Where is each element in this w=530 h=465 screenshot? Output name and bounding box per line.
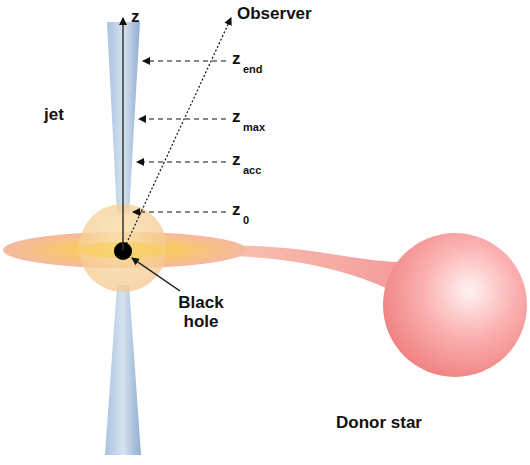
height-subscript: acc — [243, 164, 261, 176]
donor-star-label: Donor star — [336, 414, 422, 433]
height-subscript: max — [243, 121, 265, 133]
height-label: z — [232, 151, 241, 170]
height-label: z — [232, 201, 241, 220]
height-label: z — [232, 50, 241, 69]
observer-label: Observer — [237, 5, 312, 24]
height-subscript: end — [243, 63, 263, 75]
height-subscript: 0 — [243, 214, 249, 226]
jet-label: jet — [44, 106, 64, 125]
black-hole-label: Black hole — [172, 294, 230, 331]
height-label: z — [232, 108, 241, 127]
axis-label: z — [131, 8, 140, 27]
